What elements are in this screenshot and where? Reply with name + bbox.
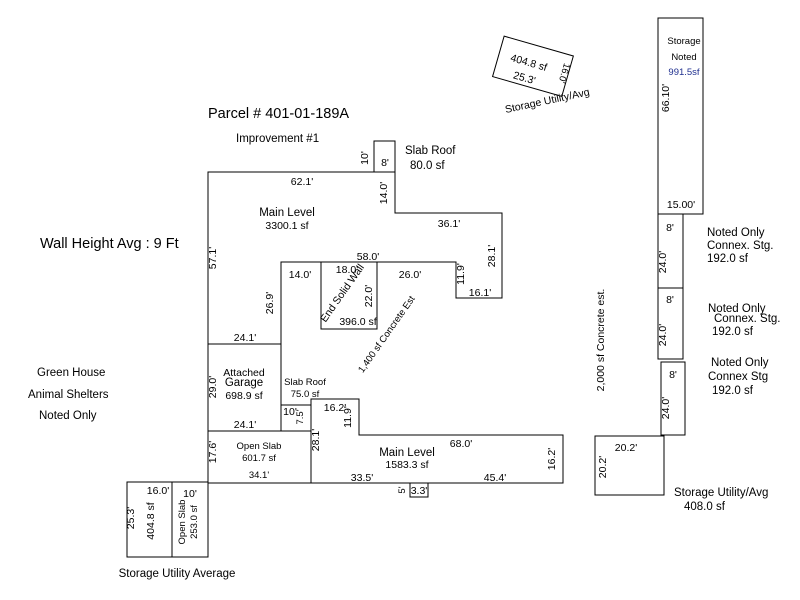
dim-26-0: 26.0' — [399, 269, 421, 281]
garage-label1: Attached — [223, 367, 265, 379]
connex1-l1: Noted Only — [707, 227, 765, 239]
garage-d29: 29.0' — [207, 376, 219, 398]
garage-label2: Garage — [225, 377, 263, 389]
storage-top-d16: 16.0' — [556, 62, 572, 85]
storage-right-d20a: 20.2' — [615, 442, 637, 454]
storage-bl-d10: 10' — [183, 488, 197, 500]
end-solid-wall-area: 396.0 sf — [339, 316, 376, 328]
end-solid-wall-d22: 22.0' — [363, 285, 375, 307]
green-house-line1: Green House — [37, 367, 105, 379]
dim-62-1: 62.1' — [291, 176, 313, 188]
dim-11-9b: 11.9' — [342, 406, 354, 428]
connex3-l2: Connex Stg — [708, 371, 768, 383]
main-level-upper-label: Main Level — [259, 207, 315, 219]
connex3-l1: Noted Only — [711, 357, 769, 369]
end-solid-wall-outline — [320, 261, 378, 330]
connex1-d8: 8' — [666, 222, 674, 234]
storage-noted-area: 991.5sf — [668, 67, 700, 78]
connex3-outline — [660, 361, 686, 436]
main-level-upper-outline — [207, 171, 503, 432]
slab-roof-top-label: Slab Roof — [405, 145, 456, 157]
connex1-l2: Connex. Stg. — [707, 240, 773, 252]
open-slab-mid-area: 601.7 sf — [242, 453, 276, 464]
storage-noted-d66: 66.10' — [660, 84, 672, 112]
open-slab-mid-d34: 34.1' — [249, 470, 269, 481]
main-level-lower-area: 1583.3 sf — [385, 459, 428, 471]
main-level-upper-area: 3300.1 sf — [265, 220, 308, 232]
dim-68-0: 68.0' — [450, 438, 472, 450]
small-bump-outline — [409, 482, 429, 498]
slab-roof-top-d2: 8' — [381, 157, 389, 169]
storage-bl-d16: 16.0' — [147, 485, 169, 497]
connex2-d24: 24.0' — [657, 324, 669, 346]
dim-57-1: 57.1' — [207, 247, 219, 269]
main-level-lower-label: Main Level — [379, 447, 435, 459]
dim-16-2b: 16.2' — [546, 448, 558, 470]
storage-right-caption: Storage Utility/Avg — [674, 487, 768, 499]
dim-26-9: 26.9' — [264, 292, 276, 314]
dim-16-1: 16.1' — [469, 287, 491, 299]
storage-bl-slab-label: Open Slab — [177, 500, 188, 545]
storage-bl-caption: Storage Utility Average — [119, 568, 236, 580]
garage-area: 698.9 sf — [225, 390, 262, 402]
garage-d24: 24.1' — [234, 419, 256, 431]
concrete-2000: 2,000 sf Concrete est. — [595, 289, 607, 392]
dim-5: 5' — [397, 486, 408, 493]
dim-36-1: 36.1' — [438, 218, 460, 230]
connex2-l2: Connex. Stg. — [714, 313, 780, 325]
dim-14-0a: 14.0' — [378, 182, 390, 204]
storage-bl-slab-area: 253.0 sf — [189, 505, 200, 539]
storage-noted-outline — [657, 17, 704, 215]
dim-14-0b: 14.0' — [289, 269, 311, 281]
storage-top-d25: 25.3' — [512, 69, 537, 87]
open-slab-mid-d17: 17.6' — [207, 441, 219, 463]
storage-right-area: 408.0 sf — [684, 501, 726, 513]
connex2-outline — [657, 287, 684, 360]
storage-right-d20b: 20.2' — [597, 456, 609, 478]
green-house-line2: Animal Shelters — [28, 389, 109, 401]
dim-33-5: 33.5' — [351, 472, 373, 484]
slab-roof-top-outline — [373, 140, 396, 173]
improvement-label: Improvement #1 — [236, 133, 319, 145]
storage-top-group — [491, 35, 574, 98]
dim-28-1a: 28.1' — [486, 245, 498, 267]
dim-58-0: 58.0' — [357, 251, 379, 263]
storage-top-caption: Storage Utility/Avg — [504, 86, 591, 116]
parcel-title: Parcel # 401-01-189A — [208, 106, 349, 122]
slab-roof-mid-label: Slab Roof — [284, 377, 326, 388]
dim-24-1a: 24.1' — [234, 332, 256, 344]
dim-16-2a: 16.2' — [324, 402, 346, 414]
dim-45-4: 45.4' — [484, 472, 506, 484]
slab-roof-top-d1: 10' — [359, 151, 371, 165]
connex2-area: 192.0 sf — [712, 326, 754, 338]
green-house-line3: Noted Only — [39, 410, 97, 422]
storage-top-outline — [491, 35, 574, 98]
slab-roof-top-area: 80.0 sf — [410, 160, 445, 172]
storage-noted-label2: Noted — [671, 52, 696, 63]
dim-28-1b: 28.1' — [310, 429, 322, 451]
connex3-area: 192.0 sf — [712, 385, 754, 397]
connex1-area: 192.0 sf — [707, 253, 749, 265]
connex3-d8: 8' — [669, 369, 677, 381]
storage-right-outline — [594, 435, 665, 496]
storage-bl-d25: 25.3' — [125, 507, 137, 529]
connex2-l1: Noted Only — [708, 303, 766, 315]
slab-roof-mid-d10: 10' — [283, 406, 297, 418]
connex2-d8: 8' — [666, 294, 674, 306]
end-solid-wall-d18: 18.0' — [336, 264, 358, 276]
storage-noted-d15: 15.00' — [667, 199, 695, 211]
dim-11-9a: 11.9' — [455, 263, 467, 285]
storage-top-labels: 404.8 sf 25.3' 16.0' — [509, 52, 572, 87]
slab-roof-mid-d7: 7.5' — [295, 409, 306, 424]
storage-noted-label1: Storage — [667, 36, 700, 47]
wall-height-label: Wall Height Avg : 9 Ft — [40, 236, 179, 252]
storage-bl-area: 404.8 sf — [145, 502, 157, 539]
storage-bottom-left-outline — [126, 481, 209, 558]
open-slab-mid-label: Open Slab — [237, 441, 282, 452]
slab-roof-mid-area: 75.0 sf — [291, 389, 320, 400]
connex1-d24: 24.0' — [657, 251, 669, 273]
connex3-d24: 24.0' — [660, 397, 672, 419]
dim-3-3: 3.3' — [411, 485, 428, 497]
